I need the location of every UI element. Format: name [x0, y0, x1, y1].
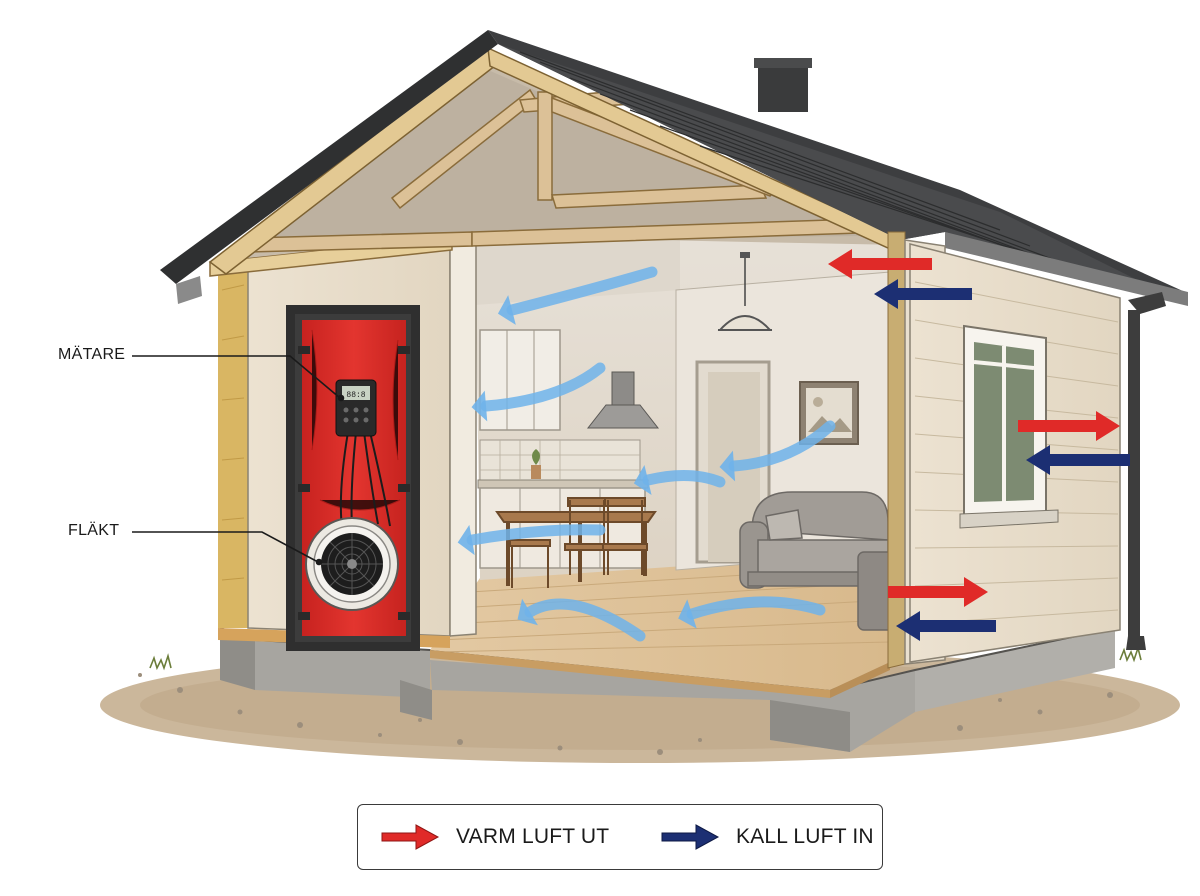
- right-wall: [887, 231, 1166, 669]
- dining-table: [495, 497, 657, 588]
- cold-air-in-arrow: [1026, 445, 1130, 475]
- indoor-airflow-arrows: [457, 266, 836, 642]
- pressure-meter: 88:8: [335, 379, 377, 437]
- indoor-flow-arrow: [719, 420, 836, 482]
- cold-air-in-arrow: [896, 611, 996, 641]
- red-arrow-right-icon: [381, 824, 440, 850]
- framed-picture: [799, 381, 859, 445]
- pendant-lamp: [717, 252, 773, 331]
- warm-air-out-arrow: [828, 249, 932, 279]
- indoor-flow-arrow: [633, 465, 726, 495]
- legend-item-cold: KALL LUFT IN: [660, 805, 874, 869]
- indoor-flow-arrow: [517, 598, 646, 642]
- fan-callout-label: FLÄKT: [68, 522, 120, 539]
- window: [959, 324, 1059, 529]
- navy-arrow-right-icon: [661, 824, 720, 850]
- legend-label-cold: KALL LUFT IN: [736, 825, 874, 848]
- legend: VARM LUFT UT KALL LUFT IN: [357, 804, 883, 870]
- legend-label-warm: VARM LUFT UT: [456, 825, 610, 848]
- roof: [160, 30, 1188, 306]
- callout-leaders: [132, 355, 345, 566]
- room-interior: [460, 225, 899, 631]
- downpipe: [1126, 292, 1166, 650]
- indoor-flow-arrow: [497, 266, 658, 325]
- svg-text:88:8: 88:8: [346, 391, 365, 400]
- indoor-flow-arrow: [471, 362, 606, 422]
- leak-arrows: [828, 249, 1130, 641]
- meter-callout-label: MÄTARE: [58, 346, 126, 363]
- indoor-flow-arrow: [678, 596, 826, 629]
- cold-air-in-arrow: [874, 279, 972, 309]
- blower-fan: [305, 517, 399, 611]
- range-hood: [586, 371, 660, 429]
- warm-air-out-arrow: [888, 577, 988, 607]
- indoor-flow-arrow: [457, 524, 606, 556]
- warm-air-out-arrow: [1018, 411, 1120, 441]
- legend-item-warm: VARM LUFT UT: [380, 805, 609, 869]
